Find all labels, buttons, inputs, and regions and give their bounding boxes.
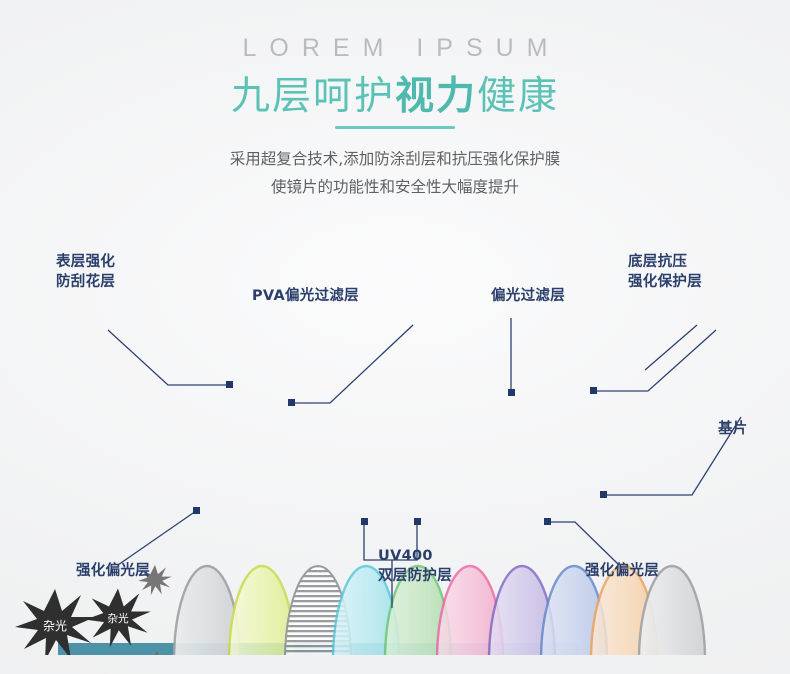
lens-layer-5 bbox=[383, 564, 453, 655]
lens-layer-8 bbox=[539, 564, 609, 655]
stray-light-burst: 杂光 bbox=[85, 588, 151, 648]
stray-light-spark bbox=[138, 564, 172, 596]
lens-layer-diagram: 杂光 杂光 杂光 杂光 bbox=[0, 225, 790, 655]
lens-layer-2 bbox=[227, 564, 297, 655]
eyebrow-text: LOREM IPSUM bbox=[242, 34, 561, 62]
lens-layers bbox=[172, 564, 707, 655]
leader-lines bbox=[107, 318, 742, 608]
callout-uv400: UV400 双层防护层 bbox=[378, 548, 452, 584]
callout-pva-filter: PVA偏光过滤层 bbox=[252, 288, 359, 304]
burst-label: 杂光 bbox=[43, 619, 67, 633]
lens-layer-1 bbox=[172, 564, 242, 655]
callout-top-coating: 表层强化 防刮花层 bbox=[56, 254, 116, 290]
callout-substrate: 基片 bbox=[718, 421, 748, 437]
callout-polar-right: 强化偏光层 bbox=[585, 563, 659, 579]
lens-layer-7 bbox=[487, 564, 557, 655]
stray-light-burst: 杂光 bbox=[15, 589, 95, 655]
callout-polarizing: 偏光过滤层 bbox=[491, 288, 565, 304]
burst-label: 杂光 bbox=[107, 612, 129, 625]
header: LOREM IPSUM 九层呵护视力健康 采用超复合技术,添加防涂刮层和抗压强化… bbox=[0, 0, 790, 201]
title-part-2: 视力 bbox=[394, 74, 477, 119]
page-title: 九层呵护视力健康 bbox=[0, 75, 790, 119]
lens-layer-6 bbox=[435, 564, 505, 655]
lens-layer-10-substrate bbox=[637, 564, 707, 655]
callout-polar-left: 强化偏光层 bbox=[76, 563, 150, 579]
stray-light-spark bbox=[154, 650, 168, 655]
subtitle-line-1: 采用超复合技术,添加防涂刮层和抗压强化保护膜 bbox=[229, 149, 561, 168]
subtitle-line-2: 使镜片的功能性和安全性大幅度提升 bbox=[270, 178, 519, 197]
callout-bottom-protect: 底层抗压 强化保护层 bbox=[628, 254, 702, 290]
title-part-3: 健康 bbox=[477, 74, 560, 119]
title-part-1: 九层呵护 bbox=[230, 74, 395, 119]
stray-light-group: 杂光 杂光 杂光 杂光 bbox=[15, 564, 172, 655]
title-underline bbox=[335, 125, 455, 129]
lens-layer-4 bbox=[331, 564, 401, 655]
